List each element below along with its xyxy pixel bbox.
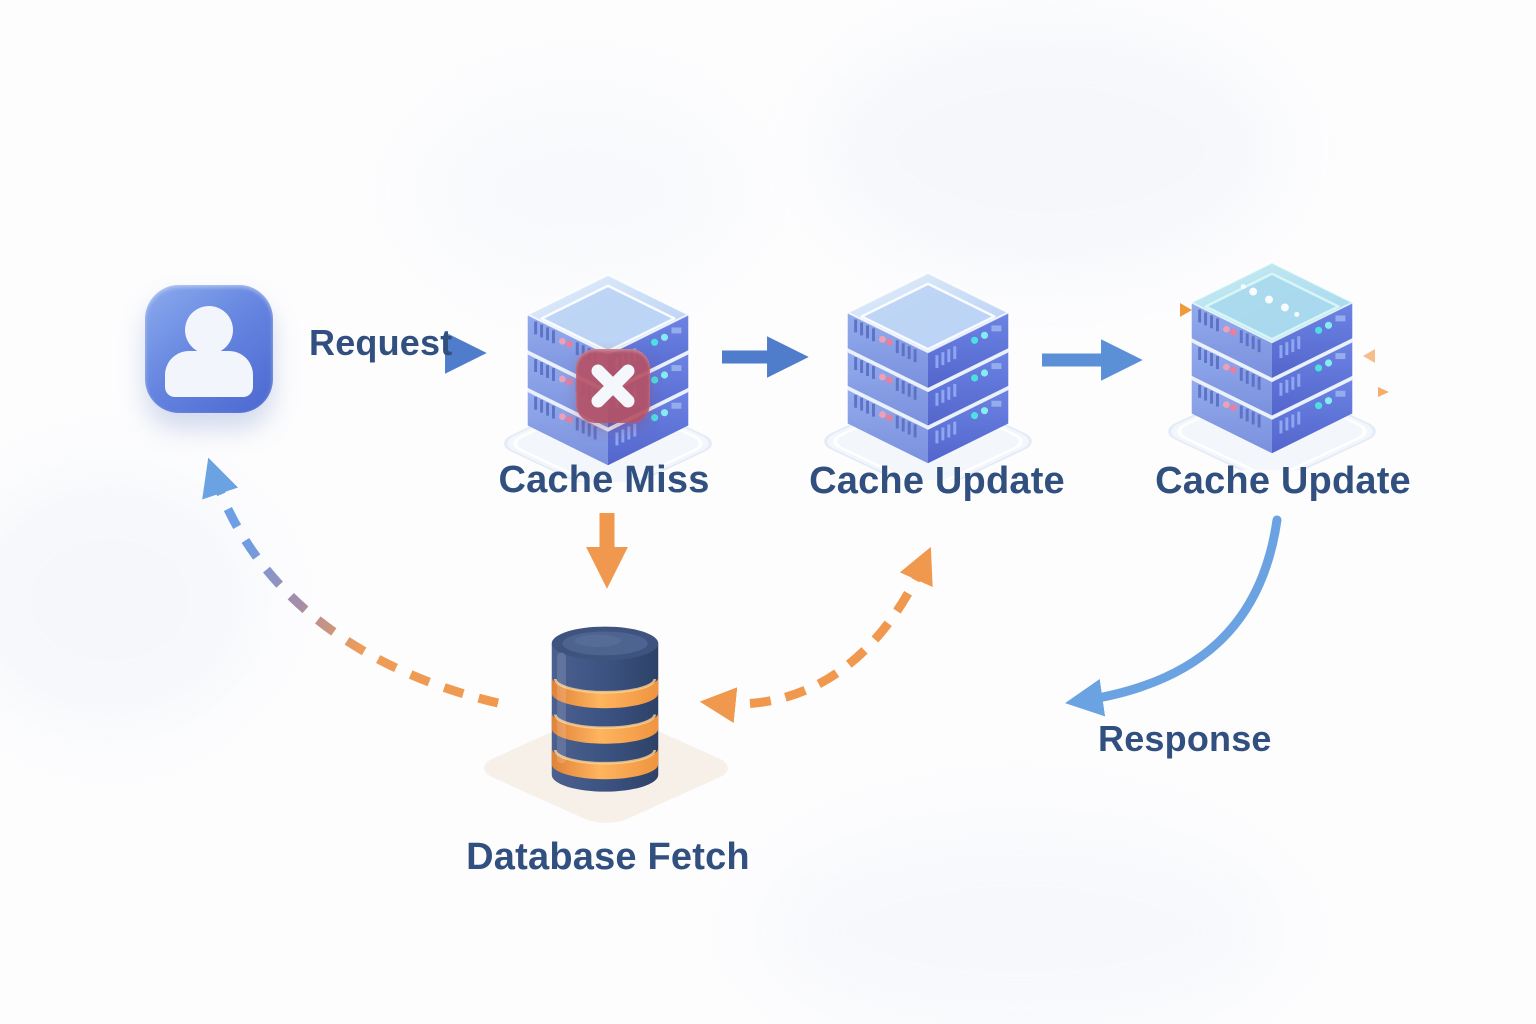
user-body-shape [165, 351, 253, 397]
response-arrow [1065, 515, 1282, 717]
response-label: Response [1098, 718, 1272, 759]
cache-update-1-label: Cache Update [809, 460, 1065, 502]
error-x-icon [576, 349, 650, 423]
cache-update-1-server-icon [814, 270, 1042, 481]
user-icon [145, 285, 273, 413]
cache-update-2-label: Cache Update [1155, 460, 1411, 502]
cache-miss-label: Cache Miss [498, 459, 710, 501]
request-label: Request [309, 322, 453, 363]
database-icon [550, 625, 660, 793]
arrow-return-to-user [202, 457, 500, 708]
cache-update-2-server-icon [1158, 260, 1386, 471]
user-head-shape [185, 306, 233, 354]
database-fetch-label: Database Fetch [466, 836, 750, 878]
sparkle-decorations [1180, 303, 1389, 397]
arrow-database-cacheupdate-dashed [699, 546, 933, 724]
